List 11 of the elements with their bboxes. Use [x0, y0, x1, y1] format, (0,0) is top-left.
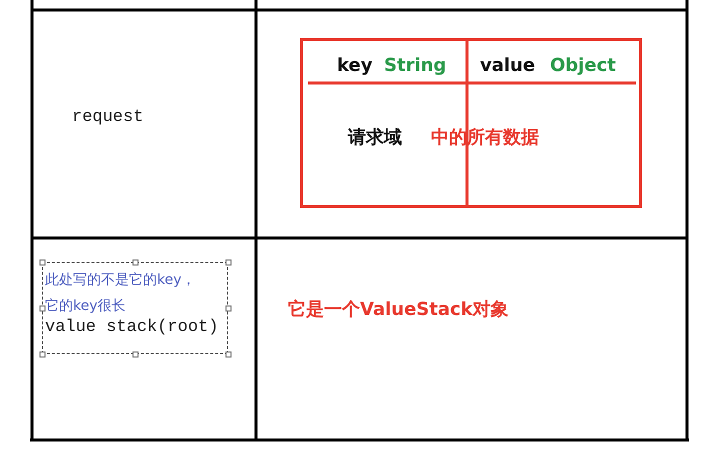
description-text: 它是一个ValueStack对象	[288, 298, 509, 321]
data-table-box	[300, 38, 642, 208]
code-text: value stack(root)	[45, 318, 218, 337]
column-header: value	[480, 55, 536, 76]
description-text: 中的所有数据	[431, 126, 539, 149]
type-label: String	[384, 55, 446, 76]
column-header: key	[337, 55, 372, 76]
note-text: 此处写的不是它的key，它的key很长	[45, 271, 197, 316]
type-label: Object	[550, 55, 616, 76]
description-text: 请求域	[348, 126, 402, 149]
row-label: request	[72, 108, 144, 127]
